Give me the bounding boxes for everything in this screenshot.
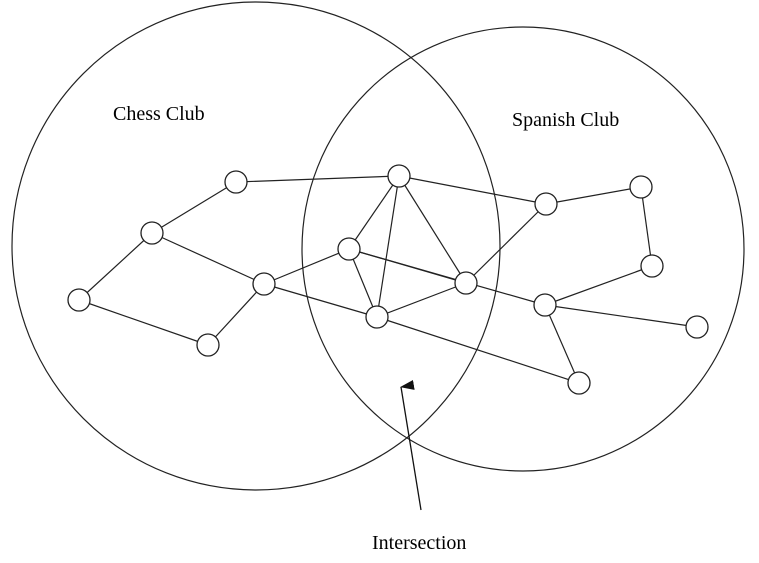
edge-n8-n10 — [376, 175, 400, 318]
edge-n7-n13 — [348, 248, 546, 306]
edge-n7-n10 — [348, 248, 378, 318]
edge-n13-n15 — [544, 304, 580, 384]
intersection-label: Intersection — [372, 532, 466, 554]
edge-n9-n11 — [465, 203, 547, 284]
node-n5 — [196, 333, 220, 357]
node-n7 — [337, 237, 361, 261]
chess-club-circle — [11, 1, 501, 491]
edge-n6-n10 — [263, 283, 378, 318]
edge-n12-n14 — [640, 186, 653, 267]
edge-n2-n6 — [151, 232, 265, 285]
edge-n8-n11 — [398, 175, 547, 205]
node-n6 — [252, 272, 276, 296]
node-n3 — [224, 170, 248, 194]
edge-n13-n14 — [544, 265, 653, 306]
edge-n2-n3 — [151, 181, 237, 234]
node-n8 — [387, 164, 411, 188]
node-n15 — [567, 371, 591, 395]
edge-n5-n6 — [207, 283, 265, 346]
node-n10 — [365, 305, 389, 329]
node-n1 — [67, 288, 91, 312]
node-n9 — [454, 271, 478, 295]
node-n2 — [140, 221, 164, 245]
edge-n6-n7 — [263, 248, 350, 285]
edge-n3-n8 — [235, 175, 400, 183]
edge-n13-n16 — [544, 304, 698, 328]
spanish-club-circle — [301, 26, 745, 472]
node-n13 — [533, 293, 557, 317]
node-n11 — [534, 192, 558, 216]
node-n16 — [685, 315, 709, 339]
edge-n7-n8 — [348, 175, 400, 250]
intersection-arrow — [400, 379, 422, 511]
edge-n1-n5 — [78, 299, 209, 346]
edge-n8-n9 — [398, 175, 467, 284]
edge-n11-n12 — [545, 186, 642, 205]
node-n14 — [640, 254, 664, 278]
spanish-club-label: Spanish Club — [512, 109, 619, 131]
edge-n1-n2 — [78, 232, 153, 301]
edge-n9-n10 — [376, 282, 467, 318]
nodes-layer — [67, 164, 709, 395]
chess-club-label: Chess Club — [113, 103, 205, 125]
edge-n10-n15 — [376, 316, 580, 384]
edges-layer — [78, 175, 698, 384]
node-n12 — [629, 175, 653, 199]
